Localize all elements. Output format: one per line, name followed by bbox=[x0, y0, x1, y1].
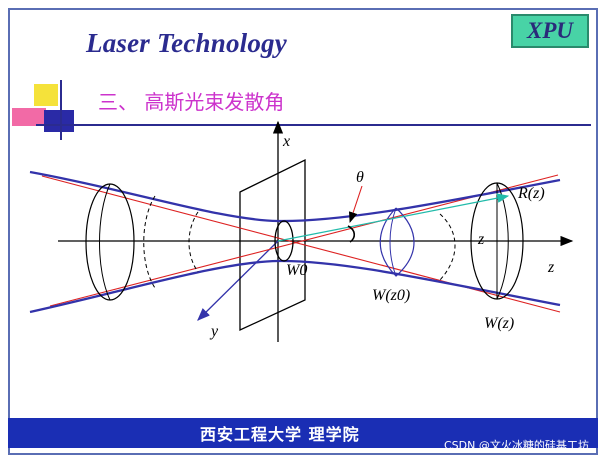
beam-envelope-upper bbox=[29, 170, 561, 223]
institution-name: 西安工程大学 理学院 bbox=[200, 425, 360, 444]
title-underline bbox=[36, 124, 591, 126]
wavefront-left-inner bbox=[99, 183, 111, 301]
wavefront-z0-inner bbox=[389, 207, 397, 277]
waist-plane bbox=[239, 158, 306, 332]
waist-ellipse bbox=[274, 220, 294, 262]
decor-pink-square bbox=[12, 108, 46, 126]
z-point-label: z bbox=[477, 231, 485, 248]
radius-label: R(z) bbox=[517, 185, 545, 202]
y-axis-label: y bbox=[209, 323, 219, 340]
wavefront-right-dashed bbox=[439, 213, 456, 281]
wavefront-left-dashed-1 bbox=[143, 195, 156, 289]
decor-yellow-square bbox=[34, 84, 58, 106]
wavefront-left-outer bbox=[85, 183, 135, 301]
decor-blue-square bbox=[44, 110, 74, 132]
theta-arc bbox=[347, 225, 356, 243]
slide-frame bbox=[8, 8, 598, 455]
section-title: 三、 高斯光束发散角 bbox=[98, 90, 285, 114]
watermark-text: CSDN @文火冰糖的硅基工坊 bbox=[444, 439, 589, 452]
w-z-label: W(z) bbox=[484, 315, 514, 332]
w-z0-label: W(z0) bbox=[372, 287, 410, 304]
waist-label: W0 bbox=[286, 262, 307, 279]
radius-arrow bbox=[277, 193, 510, 242]
theta-pointer bbox=[348, 185, 363, 224]
wavefront-left-dashed-2 bbox=[188, 211, 199, 273]
y-axis-line bbox=[197, 240, 279, 321]
z-axis-label: z bbox=[547, 259, 555, 276]
x-axis-label: x bbox=[282, 133, 290, 150]
slide-title: Laser Technology bbox=[86, 28, 287, 58]
theta-label: θ bbox=[356, 169, 364, 186]
logo-text: XPU bbox=[527, 18, 573, 43]
footer-bar bbox=[8, 418, 598, 448]
decor-vertical-line bbox=[60, 80, 62, 140]
university-logo: XPU bbox=[511, 14, 589, 48]
